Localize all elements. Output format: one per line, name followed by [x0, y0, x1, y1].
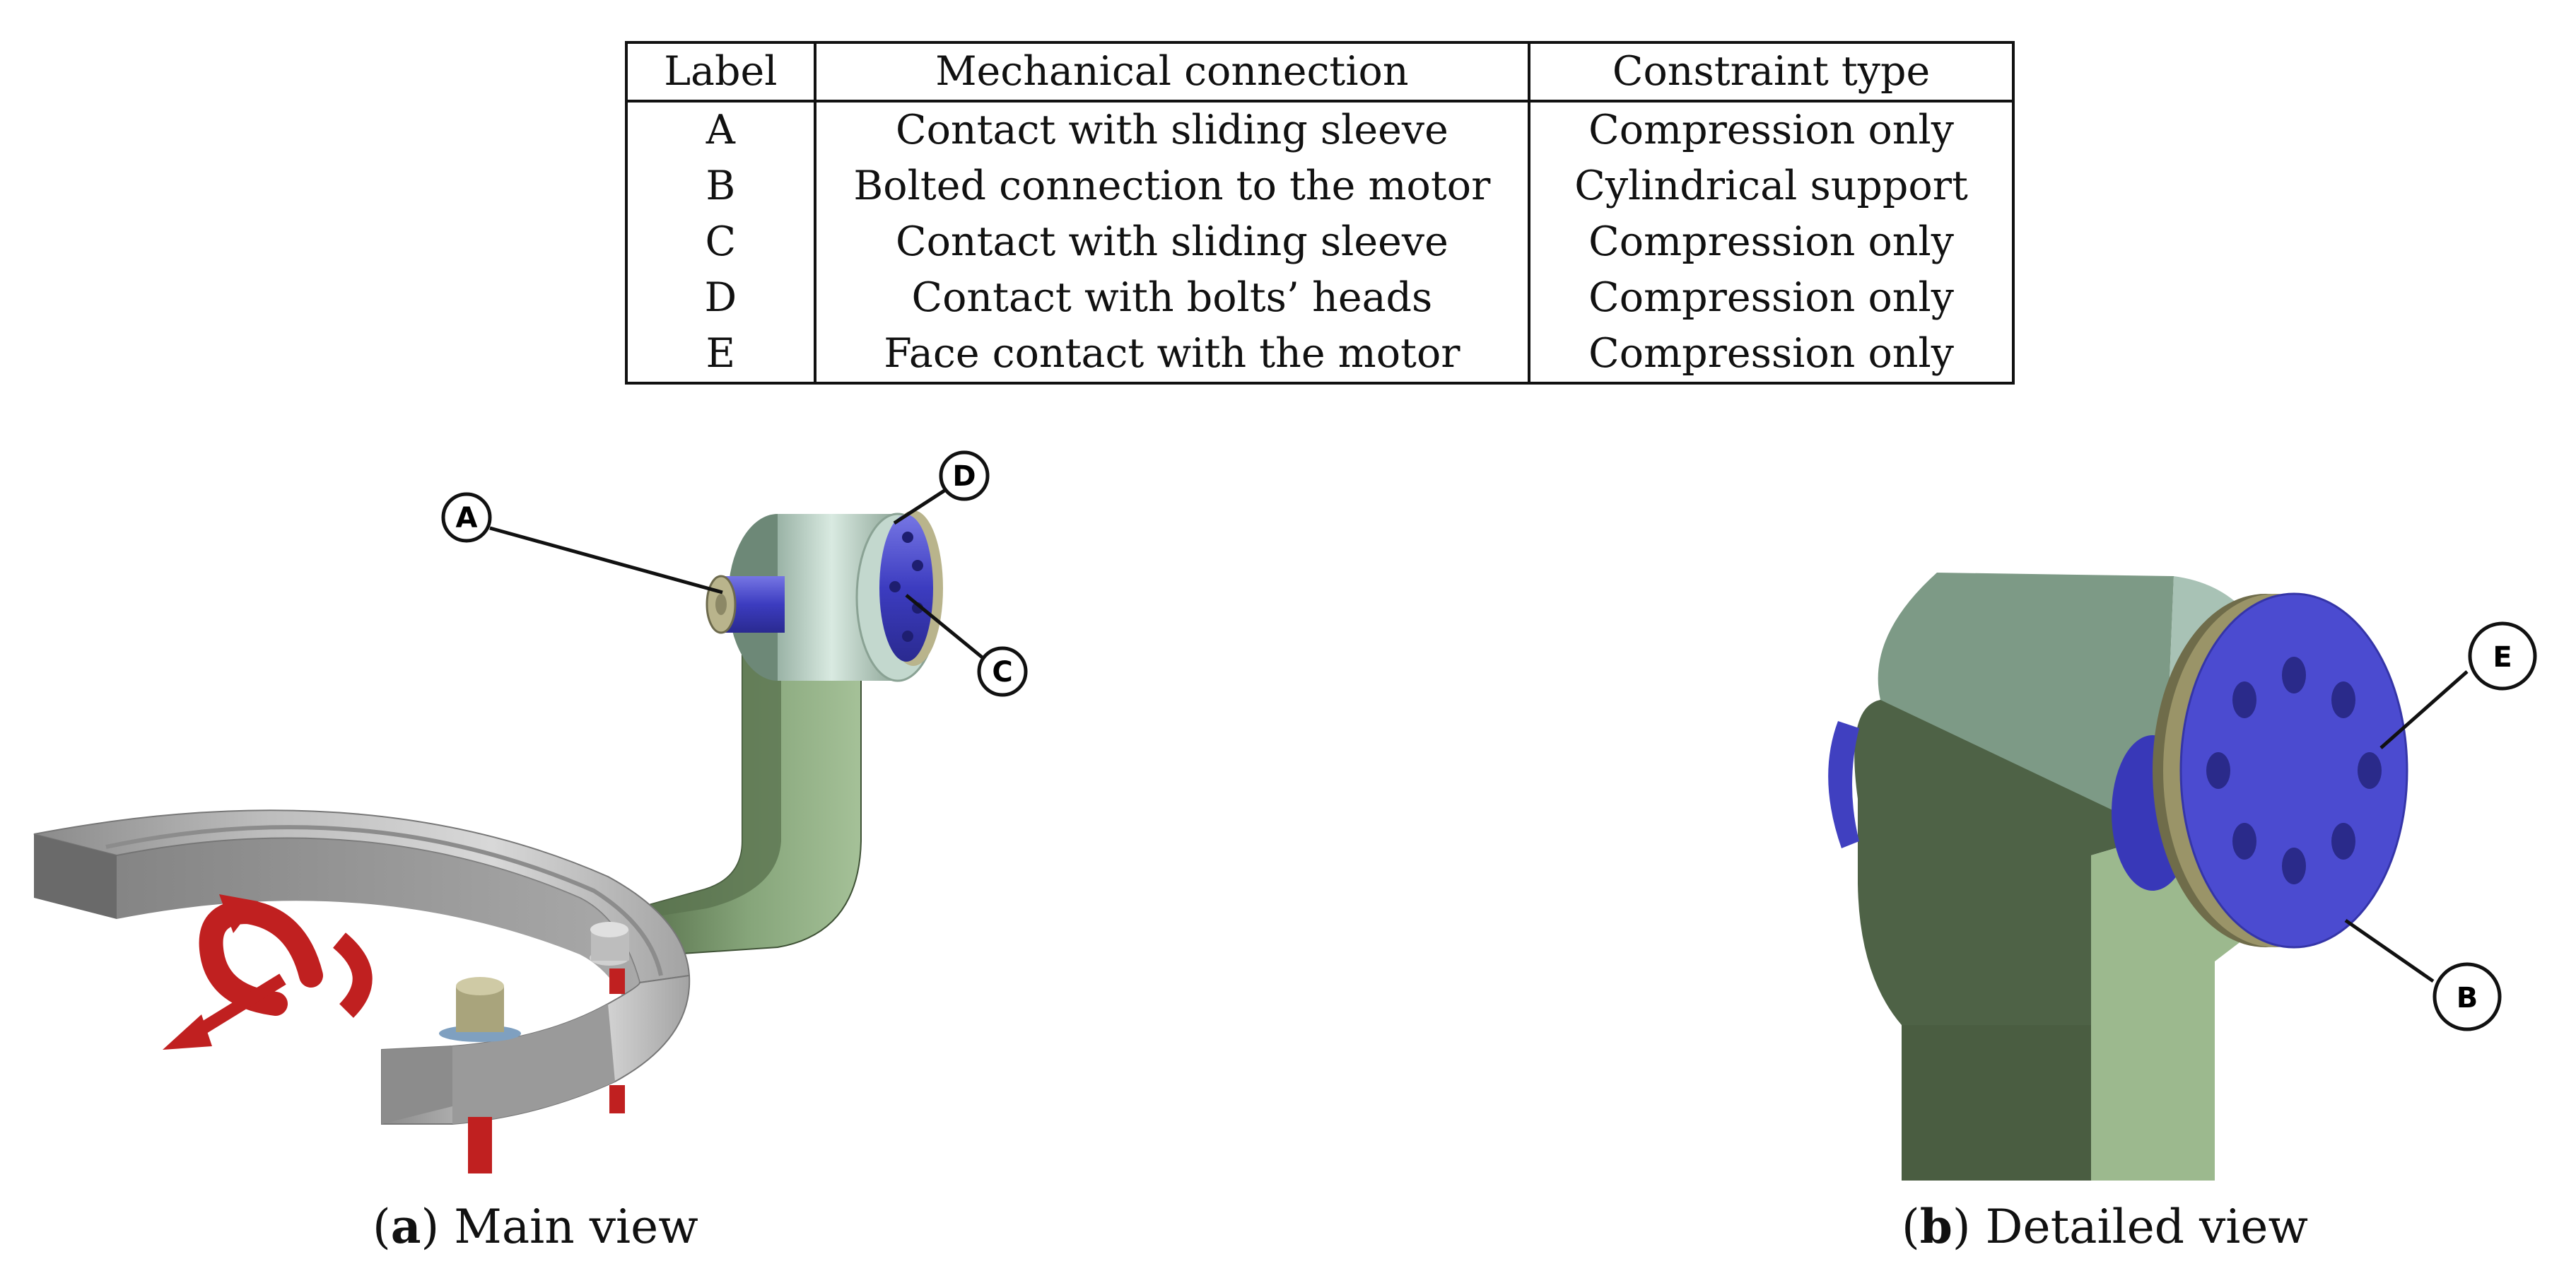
caption-detailed-view: (b) Detailed view [1902, 1199, 2308, 1254]
caption-b-label: b [1919, 1199, 1953, 1254]
callout-e: E [2379, 621, 2537, 749]
bolt-flange [879, 510, 943, 666]
row-constraint: Cylindrical support [1528, 158, 2013, 214]
row-label: C [705, 218, 737, 265]
callout-b-letter: B [2457, 982, 2478, 1014]
guide-ring [33, 809, 691, 1125]
table-row: C Contact with sliding sleeve Compressio… [626, 214, 2013, 270]
callout-b: B [2344, 918, 2502, 1031]
table-row: D Contact with bolts’ heads Compression … [626, 270, 2013, 326]
row-connection: Contact with sliding sleeve [813, 214, 1530, 270]
row-label: B [706, 163, 736, 209]
callout-a: A [441, 492, 723, 595]
row-constraint: Compression only [1528, 326, 2013, 383]
header-constraint-type: Constraint type [1528, 42, 2013, 103]
constraint-table: Label Mechanical connection Constraint t… [625, 41, 2015, 385]
caption-main-view: (a) Main view [373, 1199, 698, 1254]
figure-detailed-view [1828, 573, 2408, 1181]
ring-bolt-right [590, 922, 629, 1113]
row-constraint: Compression only [1528, 214, 2013, 270]
callout-a-letter: A [456, 502, 478, 534]
table-row: A Contact with sliding sleeve Compressio… [626, 101, 2013, 158]
caption-a-label: a [390, 1199, 421, 1254]
row-connection: Contact with bolts’ heads [813, 270, 1530, 326]
flange-bolt-holes [2206, 657, 2382, 884]
callout-c-letter: C [992, 656, 1012, 689]
row-connection: Face contact with the motor [813, 326, 1530, 383]
row-label: E [706, 330, 736, 377]
caption-b-title: Detailed view [1985, 1200, 2308, 1254]
row-connection: Bolted connection to the motor [813, 158, 1530, 214]
row-constraint: Compression only [1528, 101, 2013, 158]
row-connection: Contact with sliding sleeve [813, 101, 1530, 158]
table-header-row: Label Mechanical connection Constraint t… [626, 42, 2013, 103]
table-row: E Face contact with the motor Compressio… [626, 326, 2013, 383]
caption-a-title: Main view [454, 1200, 698, 1254]
callout-c: C [905, 594, 1028, 697]
sliding-sleeve [706, 575, 785, 634]
row-constraint: Compression only [1528, 270, 2013, 326]
row-label: A [706, 107, 735, 153]
support-arm [635, 628, 862, 956]
callout-e-letter: E [2493, 641, 2512, 674]
ring-bolt-left [439, 977, 521, 1173]
header-mechanical-connection: Mechanical connection [813, 42, 1530, 103]
callout-d-letter: D [952, 460, 976, 493]
load-rotation-icon [163, 894, 373, 1050]
row-label: D [704, 274, 737, 321]
callout-d: D [893, 450, 990, 525]
header-label: Label [626, 42, 815, 103]
table-row: B Bolted connection to the motor Cylindr… [626, 158, 2013, 214]
